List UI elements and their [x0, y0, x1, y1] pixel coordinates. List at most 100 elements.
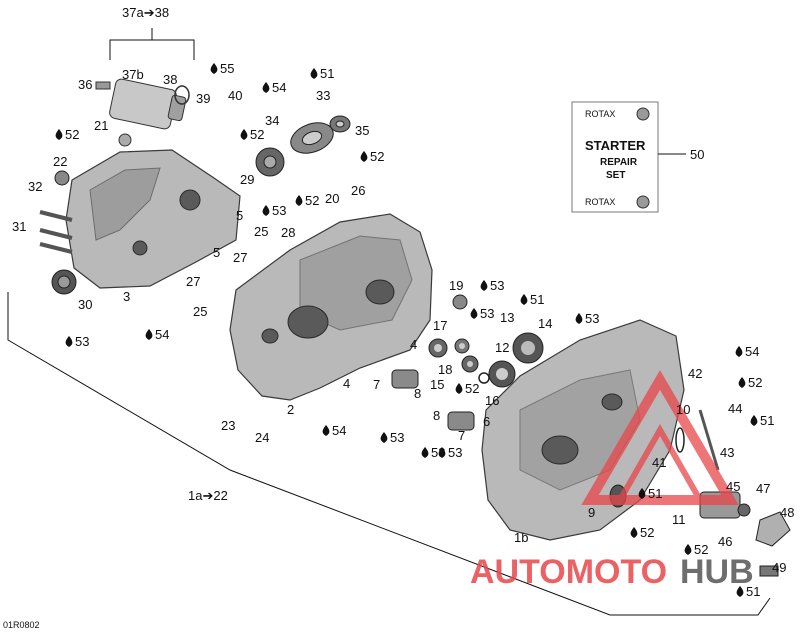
part-label: 12 — [495, 340, 509, 355]
part-label: 46 — [718, 534, 732, 549]
oil-drop-icon — [65, 336, 73, 347]
lubricant-label: 52 — [65, 127, 79, 142]
oil-drop-icon — [262, 205, 270, 216]
lubricant-label: 53 — [75, 334, 89, 349]
lubricant-callout: 52 — [360, 149, 384, 164]
part-label: 47 — [756, 481, 770, 496]
lubricant-label: 53 — [272, 203, 286, 218]
right-crankcase-cover — [481, 319, 685, 541]
lubricant-callout: 54 — [145, 327, 169, 342]
oil-drop-icon — [322, 425, 330, 436]
lubricant-callout: 51 — [750, 413, 774, 428]
part-label: 35 — [355, 123, 369, 138]
lubricant-callout: 52 — [55, 127, 79, 142]
part-label: 32 — [28, 179, 42, 194]
crankcase-assembly-bracket — [7, 292, 771, 616]
gear-29 — [255, 147, 285, 177]
oil-drop-icon — [638, 488, 646, 499]
lubricant-callout: 53 — [470, 306, 494, 321]
lubricant-callout: 54 — [322, 423, 346, 438]
repair-set-line3: SET — [606, 170, 625, 181]
lubricant-callout: 52 — [295, 193, 319, 208]
part-label: 41 — [652, 455, 666, 470]
lubricant-callout: 55 — [210, 61, 234, 76]
lubricant-label: 53 — [585, 311, 599, 326]
lubricant-callout: 53 — [438, 445, 462, 460]
lubricant-callout: 51 — [638, 486, 662, 501]
oil-drop-icon — [55, 129, 63, 140]
part-label: 27 — [186, 274, 200, 289]
label-37a-38: 37a➔38 — [122, 5, 169, 20]
repair-set-brand-bottom: ROTAX — [585, 197, 615, 207]
bushings-7-8 — [391, 369, 475, 431]
part-label: 7 — [373, 377, 380, 392]
oil-drop-icon — [575, 313, 583, 324]
lubricant-label: 53 — [448, 445, 462, 460]
part-label: 44 — [728, 401, 742, 416]
part-label: 21 — [94, 118, 108, 133]
part-label: 29 — [240, 172, 254, 187]
oil-drop-icon — [438, 447, 446, 458]
part-label: 25 — [193, 304, 207, 319]
part-label: 49 — [772, 560, 786, 575]
part-label: 39 — [196, 91, 210, 106]
oil-drop-icon — [380, 432, 388, 443]
part-label: 43 — [720, 445, 734, 460]
part-label: 17 — [433, 318, 447, 333]
oil-drop-icon — [735, 346, 743, 357]
oil-drop-icon — [145, 329, 153, 340]
oil-drop-icon — [736, 586, 744, 597]
part-label: 19 — [449, 278, 463, 293]
lubricant-label: 53 — [490, 278, 504, 293]
main-crankcase — [229, 213, 433, 401]
lubricant-label: 51 — [746, 584, 760, 599]
lubricant-callout: 52 — [738, 375, 762, 390]
lubricant-label: 52 — [305, 193, 319, 208]
part-label: 25 — [254, 224, 268, 239]
lubricant-callout: 53 — [380, 430, 404, 445]
lubricant-label: 52 — [465, 381, 479, 396]
lubricant-callout: 52 — [630, 525, 654, 540]
part-label: 30 — [78, 297, 92, 312]
lubricant-label: 51 — [760, 413, 774, 428]
repair-set-title: STARTER — [585, 138, 646, 153]
lubricant-callout: 51 — [520, 292, 544, 307]
lubricant-callout: 53 — [480, 278, 504, 293]
bearings-center — [428, 294, 544, 388]
lubricant-label: 51 — [648, 486, 662, 501]
watermark — [581, 370, 739, 505]
part-label: 14 — [538, 316, 552, 331]
part-label: 27 — [233, 250, 247, 265]
oil-drop-icon — [360, 151, 368, 162]
lubricant-callout: 54 — [262, 80, 286, 95]
part-label: 13 — [500, 310, 514, 325]
lubricant-callout: 53 — [65, 334, 89, 349]
part-label: 3 — [123, 289, 130, 304]
part-label: 18 — [438, 362, 452, 377]
lubricant-label: 51 — [320, 66, 334, 81]
label-1a-22: 1a➔22 — [188, 488, 228, 503]
label-38: 38 — [163, 72, 177, 87]
part-label: 48 — [780, 505, 794, 520]
part-label: 5 — [236, 208, 243, 223]
lubricant-callout: 52 — [455, 381, 479, 396]
lubricant-callout: 51 — [736, 584, 760, 599]
part-label: 20 — [325, 191, 339, 206]
label-37b: 37b — [122, 67, 144, 82]
lubricant-callout: 53 — [575, 311, 599, 326]
part-label: 24 — [255, 430, 269, 445]
lubricant-label: 55 — [220, 61, 234, 76]
lubricant-label: 52 — [640, 525, 654, 540]
watermark-text-right: HUB — [680, 553, 754, 591]
lubricant-label: 54 — [745, 344, 759, 359]
lubricant-label: 54 — [155, 327, 169, 342]
lubricant-callout: 51 — [310, 66, 334, 81]
disc-34 — [290, 122, 334, 154]
lubricant-label: 51 — [530, 292, 544, 307]
part-label: 31 — [12, 219, 26, 234]
diagram-code: 01R0802 — [3, 620, 40, 630]
label-36: 36 — [78, 77, 92, 92]
label-1b: 1b — [514, 530, 528, 545]
